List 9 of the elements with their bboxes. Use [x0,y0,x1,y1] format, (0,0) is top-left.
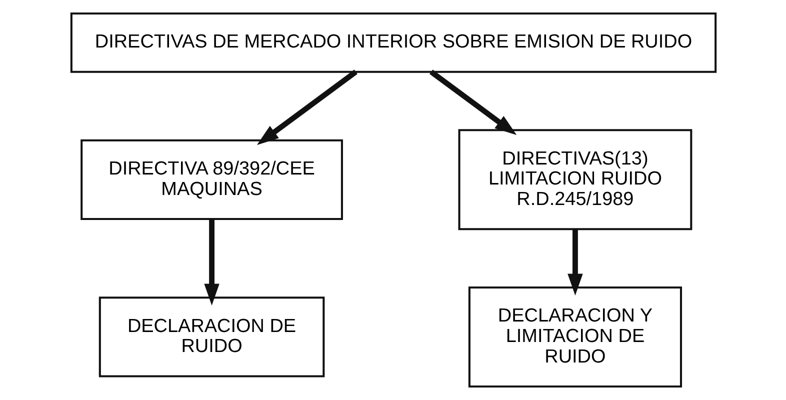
node-box: DECLARACION DE RUIDO [98,296,324,378]
arrow [204,219,219,306]
node-box: DECLARACION Y LIMITACION DE RUIDO [468,286,682,388]
node-box: DIRECTIVAS(13) LIMITACION RUIDO R.D.245/1989 [458,129,692,230]
node-box: DIRECTIVAS DE MERCADO INTERIOR SOBRE EMISION DE RUIDO [70,12,716,73]
node-box: DIRECTIVA 89/392/CEE MAQUINAS [80,139,342,220]
arrow [429,70,516,136]
arrow [256,70,357,145]
arrow [567,230,582,296]
